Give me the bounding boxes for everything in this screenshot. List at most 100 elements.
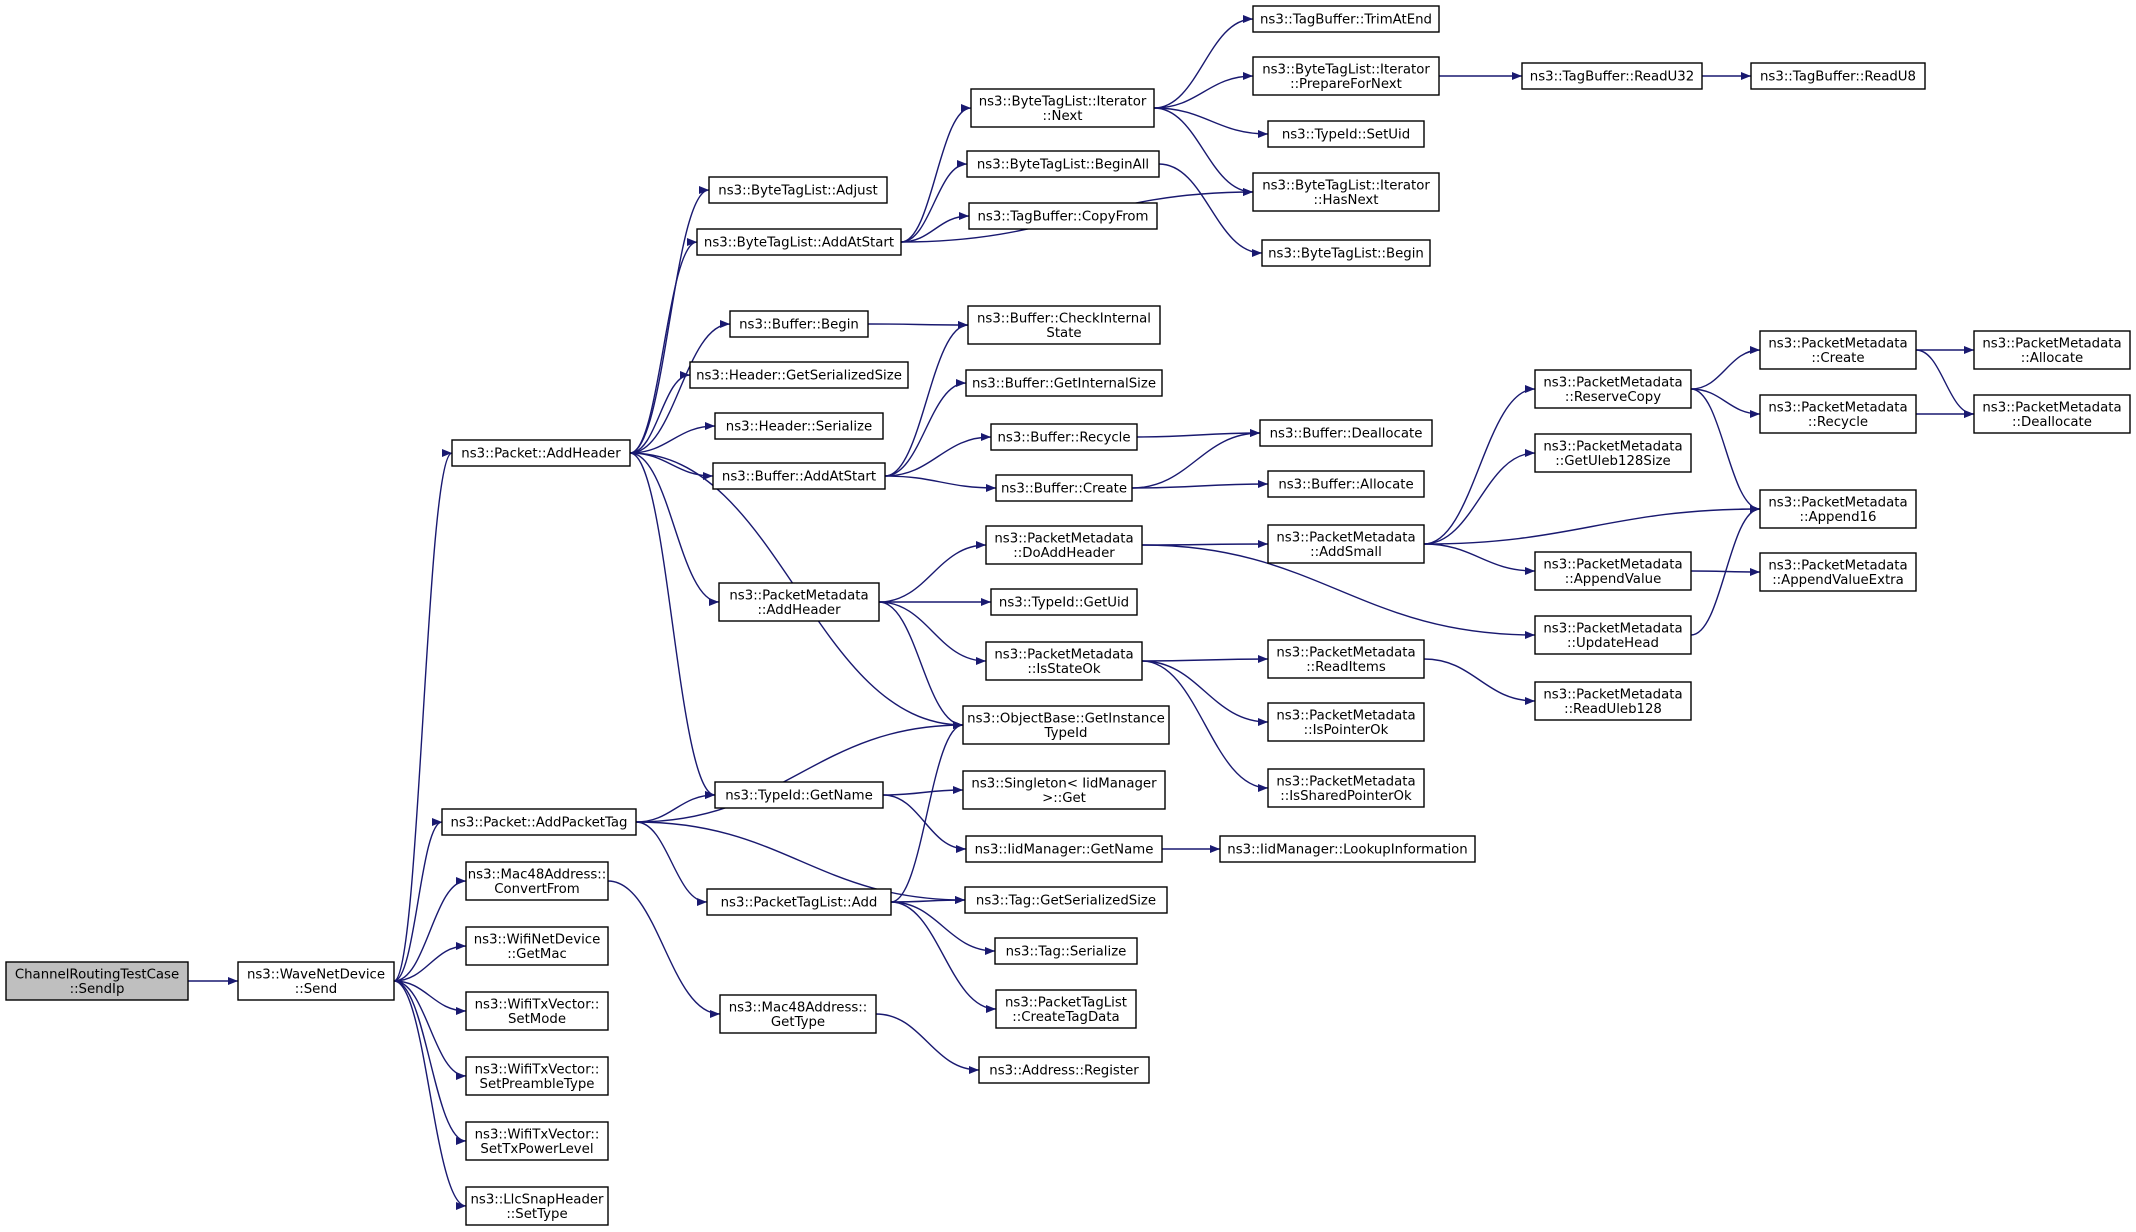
node-box — [965, 369, 1163, 397]
node-label: ::IsSharedPointerOk — [1280, 789, 1412, 804]
node-n22[interactable]: ns3::TagBuffer::CopyFrom — [968, 202, 1158, 230]
node-label: ns3::Buffer::Allocate — [1278, 478, 1413, 493]
node-n27[interactable]: ns3::PacketMetadata::DoAddHeader — [985, 525, 1143, 565]
node-n56[interactable]: ns3::PacketMetadata::Create — [1759, 330, 1917, 370]
node-n9[interactable]: ns3::LlcSnapHeader::SetType — [465, 1186, 609, 1226]
node-n51[interactable]: ns3::PacketMetadata::ReserveCopy — [1534, 369, 1692, 409]
node-label: SetMode — [508, 1012, 566, 1027]
node-n10[interactable]: ns3::ByteTagList::Adjust — [708, 176, 888, 204]
node-n20[interactable]: ns3::ByteTagList::Iterator::Next — [970, 88, 1155, 128]
node-n59[interactable]: ns3::PacketMetadata::AppendValueExtra — [1759, 552, 1917, 592]
node-n49[interactable]: ns3::IidManager::LookupInformation — [1219, 835, 1476, 863]
edge-n15-to-n26 — [884, 475, 997, 492]
node-label: ns3::PacketMetadata — [1768, 495, 1907, 510]
node-n37[interactable]: ns3::TagBuffer::TrimAtEnd — [1252, 5, 1440, 33]
node-label: ::Deallocate — [2012, 415, 2092, 430]
edge-n1-to-n2 — [393, 449, 453, 982]
node-label: ns3::Address::Register — [989, 1064, 1139, 1079]
node-n2[interactable]: ns3::Packet::AddHeader — [451, 439, 631, 467]
node-n26[interactable]: ns3::Buffer::Create — [995, 474, 1133, 502]
node-n50[interactable]: ns3::TagBuffer::ReadU32 — [1521, 62, 1703, 90]
node-label: TypeId — [1044, 726, 1088, 741]
node-box — [1534, 615, 1692, 655]
node-box — [465, 861, 609, 901]
node-box — [978, 1056, 1150, 1084]
node-n46[interactable]: ns3::PacketMetadata::ReadItems — [1267, 639, 1425, 679]
node-n42[interactable]: ns3::Buffer::Deallocate — [1259, 419, 1433, 447]
node-n34[interactable]: ns3::Tag::Serialize — [994, 937, 1138, 965]
node-n44[interactable]: ns3::PacketMetadata::AddSmall — [1267, 524, 1425, 564]
node-n31[interactable]: ns3::Singleton< IidManager>::Get — [962, 770, 1166, 810]
node-n13[interactable]: ns3::Header::GetSerializedSize — [689, 361, 909, 389]
node-n48[interactable]: ns3::PacketMetadata::IsSharedPointerOk — [1267, 768, 1425, 808]
node-n35[interactable]: ns3::PacketTagList::CreateTagData — [995, 989, 1137, 1029]
node-box — [465, 926, 609, 966]
node-label: ns3::PacketMetadata — [729, 588, 868, 603]
node-n29[interactable]: ns3::PacketMetadata::IsStateOk — [985, 641, 1143, 681]
node-label: ::IsStateOk — [1027, 662, 1100, 677]
edge-n20-to-n37 — [1153, 15, 1254, 109]
node-n19[interactable]: ns3::Mac48Address::GetType — [719, 994, 877, 1034]
node-n43[interactable]: ns3::Buffer::Allocate — [1267, 470, 1425, 498]
node-n32[interactable]: ns3::IidManager::GetName — [965, 835, 1163, 863]
node-n0[interactable]: ChannelRoutingTestCase::SendIp — [5, 961, 189, 1001]
node-n1[interactable]: ns3::WaveNetDevice::Send — [237, 961, 395, 1001]
node-n57[interactable]: ns3::PacketMetadata::Recycle — [1759, 394, 1917, 434]
node-n60[interactable]: ns3::PacketMetadata::Allocate — [1973, 330, 2131, 370]
edge-n3-to-n30 — [635, 721, 964, 823]
node-n33[interactable]: ns3::Tag::GetSerializedSize — [964, 886, 1168, 914]
node-n11[interactable]: ns3::ByteTagList::AddAtStart — [696, 228, 902, 256]
node-n45[interactable]: ns3::PacketMetadata::UpdateHead — [1534, 615, 1692, 655]
node-n55[interactable]: ns3::TagBuffer::ReadU8 — [1750, 62, 1926, 90]
node-n5[interactable]: ns3::WifiNetDevice::GetMac — [465, 926, 609, 966]
node-n61[interactable]: ns3::PacketMetadata::Deallocate — [1973, 394, 2131, 434]
node-n54[interactable]: ns3::PacketMetadata::ReadUleb128 — [1534, 681, 1692, 721]
node-n52[interactable]: ns3::PacketMetadata::GetUleb128Size — [1534, 433, 1692, 473]
edge-n16-to-n29 — [878, 601, 987, 665]
node-n14[interactable]: ns3::Header::Serialize — [714, 412, 884, 440]
node-n15[interactable]: ns3::Buffer::AddAtStart — [712, 462, 886, 490]
node-box — [990, 423, 1138, 451]
node-n17[interactable]: ns3::TypeId::GetName — [714, 781, 884, 809]
node-n18[interactable]: ns3::PacketTagList::Add — [706, 888, 892, 916]
edge-n26-to-n43 — [1131, 480, 1269, 489]
edge-n29-to-n48 — [1141, 660, 1269, 792]
node-n24[interactable]: ns3::Buffer::GetInternalSize — [965, 369, 1163, 397]
node-n8[interactable]: ns3::WifiTxVector::SetTxPowerLevel — [465, 1121, 609, 1161]
node-n28[interactable]: ns3::TypeId::GetUid — [990, 588, 1138, 616]
node-n6[interactable]: ns3::WifiTxVector::SetMode — [465, 991, 609, 1031]
node-n21[interactable]: ns3::ByteTagList::BeginAll — [966, 150, 1160, 178]
node-n7[interactable]: ns3::WifiTxVector::SetPreambleType — [465, 1056, 609, 1096]
node-n4[interactable]: ns3::Mac48Address::ConvertFrom — [465, 861, 609, 901]
node-label: State — [1046, 326, 1081, 341]
node-label: ns3::WifiTxVector:: — [475, 1127, 600, 1142]
node-n58[interactable]: ns3::PacketMetadata::Append16 — [1759, 489, 1917, 529]
node-n41[interactable]: ns3::ByteTagList::Begin — [1261, 239, 1431, 267]
node-n53[interactable]: ns3::PacketMetadata::AppendValue — [1534, 551, 1692, 591]
node-n39[interactable]: ns3::TypeId::SetUid — [1267, 120, 1425, 148]
node-label: ns3::Packet::AddPacketTag — [451, 816, 628, 831]
edge-n1-to-n8 — [393, 980, 467, 1145]
node-label: ::AddHeader — [757, 603, 841, 618]
node-n16[interactable]: ns3::PacketMetadata::AddHeader — [718, 582, 880, 622]
node-n40[interactable]: ns3::ByteTagList::Iterator::HasNext — [1252, 172, 1440, 212]
edge-n44-to-n53 — [1423, 543, 1536, 575]
node-label: ns3::TagBuffer::ReadU8 — [1760, 70, 1916, 85]
edge-n2-to-n16 — [629, 452, 720, 606]
node-n12[interactable]: ns3::Buffer::Begin — [729, 310, 869, 338]
nodes-layer: ChannelRoutingTestCase::SendIp ns3::WaveN… — [5, 5, 2131, 1226]
node-label: ::HasNext — [1313, 193, 1378, 208]
node-n38[interactable]: ns3::ByteTagList::Iterator::PrepareForNe… — [1252, 56, 1440, 96]
node-n3[interactable]: ns3::Packet::AddPacketTag — [441, 808, 637, 836]
node-n47[interactable]: ns3::PacketMetadata::IsPointerOk — [1267, 702, 1425, 742]
node-label: ::GetMac — [507, 947, 567, 962]
node-n36[interactable]: ns3::Address::Register — [978, 1056, 1150, 1084]
node-label: >::Get — [1042, 791, 1086, 806]
edge-n1-to-n6 — [393, 980, 467, 1015]
node-box — [1534, 433, 1692, 473]
node-label: ns3::PacketMetadata — [1543, 621, 1682, 636]
node-n25[interactable]: ns3::Buffer::Recycle — [990, 423, 1138, 451]
node-box — [964, 886, 1168, 914]
